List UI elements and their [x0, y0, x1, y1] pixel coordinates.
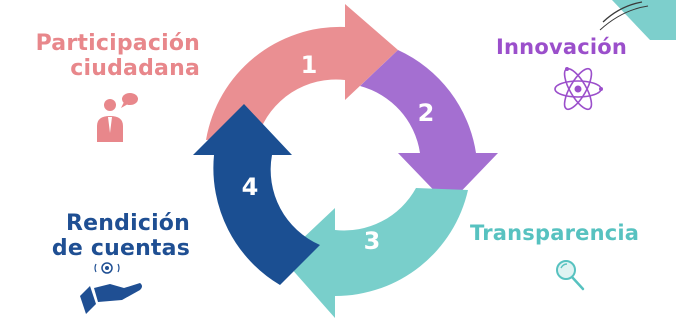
label-transparencia: Transparencia [470, 221, 640, 245]
label-participacion-line2: ciudadana [70, 55, 200, 81]
step-number-3: 3 [364, 227, 381, 255]
label-rendicion-line2: de cuentas [51, 235, 190, 261]
label-rendicion-de-cuentas: Rendición de cuentas [4, 211, 190, 261]
cycle-arrow-2 [360, 50, 498, 205]
magnifier-icon [556, 260, 585, 291]
citizen-speaking-icon [97, 93, 138, 142]
hand-coin-icon [80, 262, 142, 314]
cycle-arrow-3 [282, 188, 468, 318]
cycle-arrow-4 [193, 104, 320, 285]
step-number-2: 2 [418, 99, 435, 127]
step-number-1: 1 [301, 51, 318, 79]
atom-icon [554, 67, 603, 111]
corner-decoration [599, 0, 676, 40]
label-rendicion-line1: Rendición [66, 211, 190, 236]
step-number-4: 4 [242, 173, 259, 201]
label-innovacion: Innovación [496, 35, 628, 59]
label-participacion-line1: Participación [35, 31, 200, 56]
label-participacion-ciudadana: Participación ciudadana [4, 31, 200, 81]
cycle-arrow-1 [206, 4, 398, 140]
